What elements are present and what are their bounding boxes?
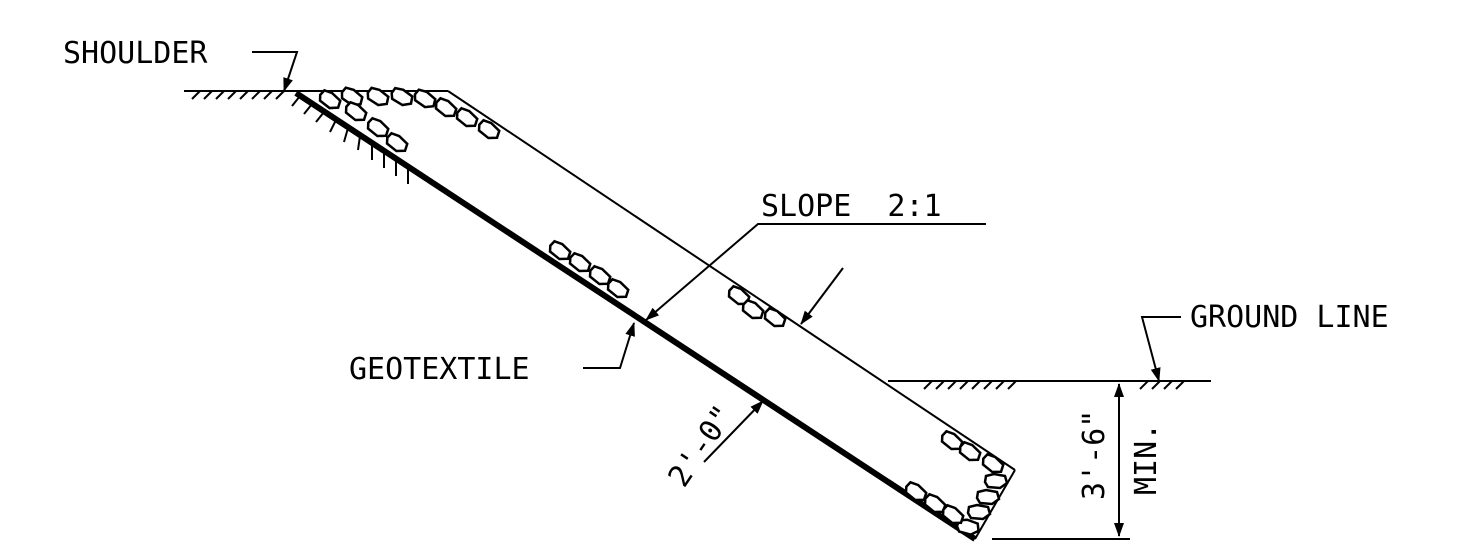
geotextile-line — [294, 90, 977, 542]
thickness-label: 2'-0" — [662, 399, 742, 493]
riprap-toe-line — [974, 469, 1016, 540]
shoulder-label: SHOULDER — [63, 36, 208, 71]
ground-line-label: GROUND LINE — [1190, 300, 1389, 335]
slope-ground-hatch — [291, 95, 409, 184]
thickness-arrow-lower — [703, 400, 764, 463]
geotextile-leader — [583, 322, 635, 369]
riprap-stones — [318, 86, 1009, 536]
shoulder-ground-hatch — [191, 90, 285, 100]
slope-leader — [645, 223, 986, 321]
slope-label: SLOPE 2:1 — [761, 189, 942, 224]
toe-depth-label: 3'-6" — [1077, 410, 1112, 500]
riprap-surface-line — [447, 90, 1016, 471]
geotextile-label: GEOTEXTILE — [349, 352, 530, 387]
ground-line-leader — [1140, 316, 1181, 382]
toe-depth-note: MIN. — [1129, 423, 1164, 495]
shoulder-leader — [252, 51, 299, 92]
right-ground-hatch — [923, 380, 1185, 390]
thickness-arrow-upper — [800, 267, 844, 325]
